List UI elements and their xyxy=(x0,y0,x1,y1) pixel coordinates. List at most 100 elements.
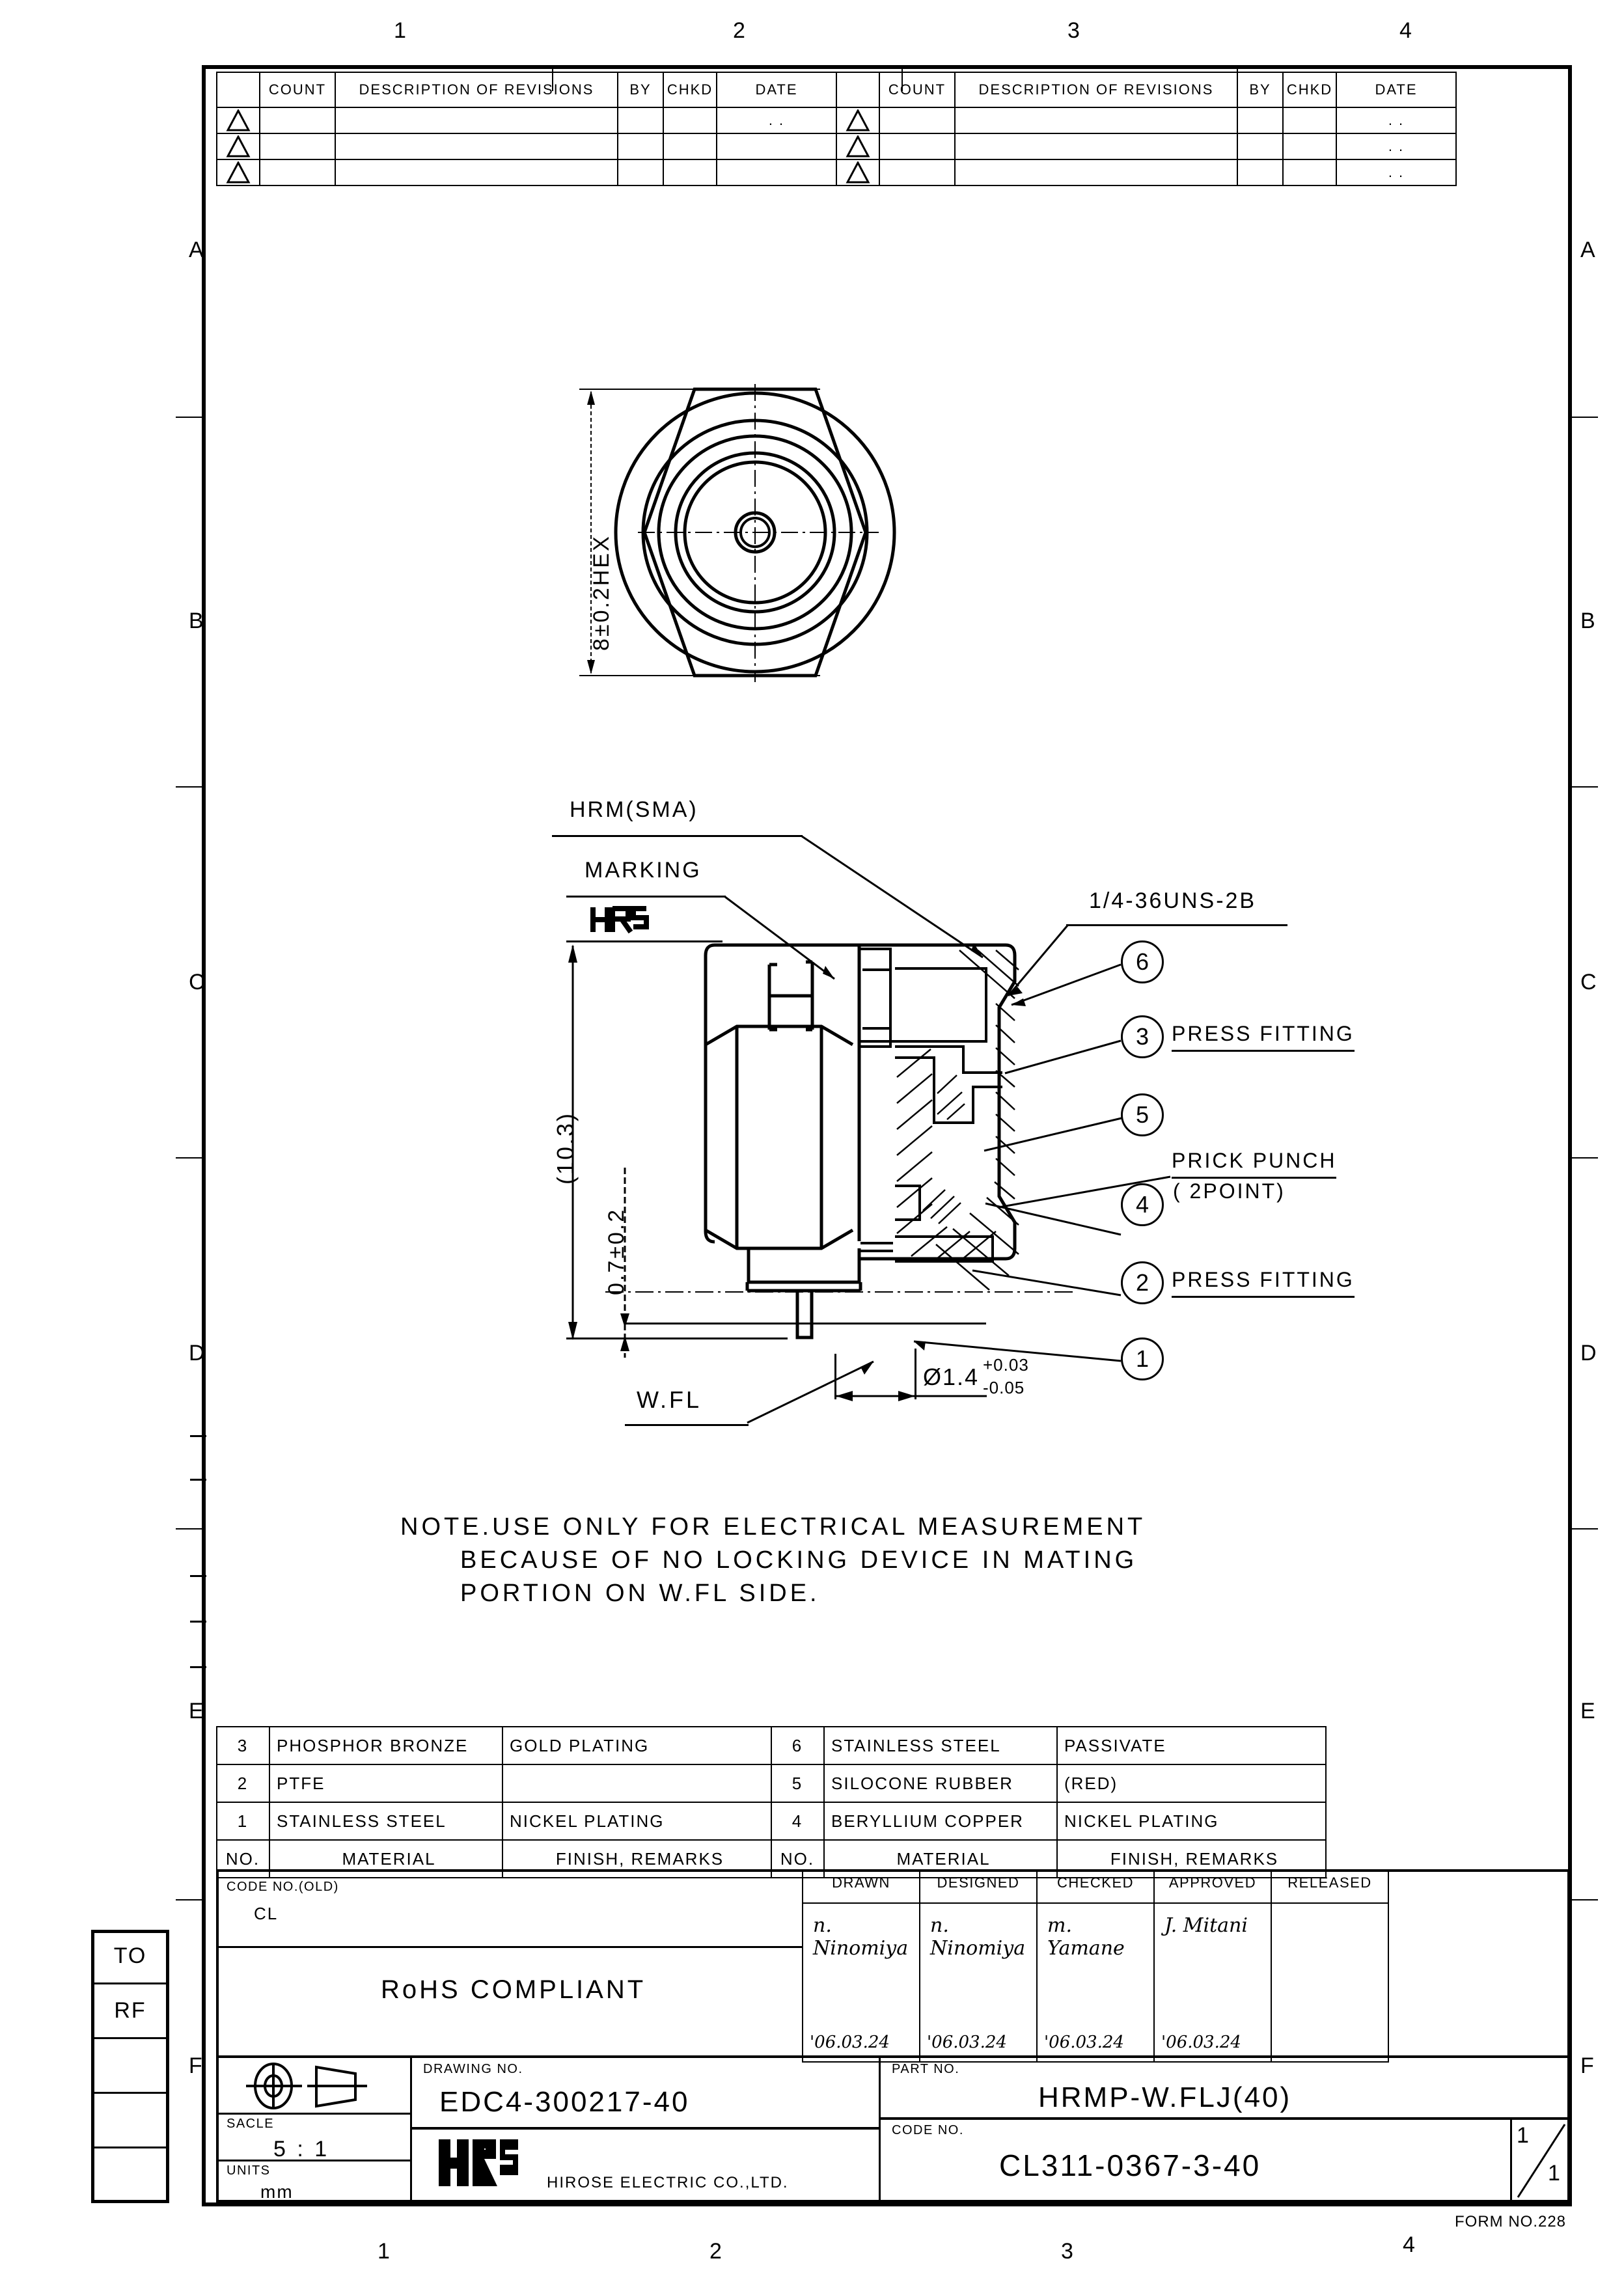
approval-date: '06.03.24 xyxy=(927,2033,1007,2052)
marking-logo-hrs xyxy=(589,903,649,936)
divider xyxy=(216,1946,802,1948)
scale-label: SACLE xyxy=(227,2117,275,2131)
divider xyxy=(410,2127,879,2130)
revision-header-cell: DESCRIPTION OF REVISIONS xyxy=(335,72,618,108)
sheet-fraction xyxy=(1511,2120,1571,2201)
zone-number-top-2: 2 xyxy=(733,18,747,43)
approval-cell-checked[interactable]: m. Yamane'06.03.24 xyxy=(1036,1903,1155,2063)
revision-header-cell: BY xyxy=(617,72,664,108)
divider xyxy=(216,2113,411,2115)
dimension-overall-label: (10.3) xyxy=(552,1111,579,1185)
rohs-label: RoHS COMPLIANT xyxy=(381,1975,646,2004)
balloon-4[interactable]: 4 xyxy=(1121,1183,1164,1226)
company-logo-hrs xyxy=(437,2138,519,2188)
zone-tick xyxy=(1569,786,1598,788)
balloon-1[interactable]: 1 xyxy=(1121,1338,1164,1380)
revision-cell xyxy=(716,159,837,186)
approval-cell-drawn[interactable]: n. Ninomiya'06.03.24 xyxy=(802,1903,920,2063)
side-tab-empty-2[interactable] xyxy=(91,2039,169,2094)
signature: n. Ninomiya xyxy=(813,1914,909,1960)
leader-underline-wfl xyxy=(625,1424,749,1426)
revision-header-cell: COUNT xyxy=(259,72,336,108)
revision-triangle-icon xyxy=(836,159,879,186)
thread-callout-underline xyxy=(1066,924,1287,926)
sheet-page-number: 1 xyxy=(1517,2123,1530,2148)
material-cell: (RED) xyxy=(1056,1764,1327,1803)
thread-callout-leader xyxy=(1006,924,1071,999)
note-line-2: BECAUSE OF NO LOCKING DEVICE IN MATING xyxy=(460,1546,1138,1574)
zone-number-bottom-1: 1 xyxy=(378,2239,391,2264)
section-view-drawing xyxy=(540,931,1126,1354)
form-number: FORM NO.228 xyxy=(1455,2213,1567,2230)
zone-number-bottom-2: 2 xyxy=(709,2239,723,2264)
balloon-6[interactable]: 6 xyxy=(1121,940,1164,983)
revision-cell xyxy=(335,159,618,186)
material-header-cell: FINISH, REMARKS xyxy=(502,1839,772,1878)
revision-header-cell xyxy=(216,72,260,108)
revision-cell xyxy=(954,159,1238,186)
approval-cell-released[interactable] xyxy=(1271,1903,1389,2063)
balloon-5[interactable]: 5 xyxy=(1121,1093,1164,1136)
approval-cell-designed[interactable]: n. Ninomiya'06.03.24 xyxy=(919,1903,1038,2063)
ruler-tick xyxy=(190,1666,206,1668)
balloon-leader-6 xyxy=(1009,962,1123,1008)
revision-cell xyxy=(335,107,618,134)
leader-line-marking xyxy=(566,896,726,898)
revision-header-cell: CHKD xyxy=(1282,72,1337,108)
side-tab-empty-4[interactable] xyxy=(91,2148,169,2203)
balloon-3[interactable]: 3 xyxy=(1121,1015,1164,1058)
projection-symbol xyxy=(240,2062,383,2110)
extension-line xyxy=(625,1323,986,1324)
dimension-diameter-tol-lower: -0.05 xyxy=(983,1378,1025,1397)
zone-letter-E-right: E xyxy=(1580,1699,1596,1723)
material-header-cell: FINISH, REMARKS xyxy=(1056,1839,1327,1878)
balloon-note-2: PRESS FITTING xyxy=(1172,1268,1355,1298)
signature xyxy=(1273,1904,1387,1915)
zone-tick xyxy=(1569,417,1598,418)
material-cell: STAINLESS STEEL xyxy=(269,1802,503,1841)
revision-triangle-icon xyxy=(216,133,260,160)
divider xyxy=(879,2055,881,2202)
approval-header-checked: CHECKED xyxy=(1036,1869,1155,1904)
zone-letter-C: C xyxy=(189,970,206,995)
side-tab-rf[interactable]: RF xyxy=(91,1984,169,2039)
code-no-label: CODE NO. xyxy=(892,2123,964,2137)
approval-header-designed: DESIGNED xyxy=(919,1869,1038,1904)
approval-cell-approved[interactable]: J. Mitani'06.03.24 xyxy=(1153,1903,1272,2063)
side-tab-empty-3[interactable] xyxy=(91,2094,169,2148)
dimension-step-label: 0.7±0.2 xyxy=(604,1207,629,1295)
ruler-tick xyxy=(190,1621,206,1623)
zone-letter-A: A xyxy=(189,238,204,262)
zone-letter-D-right: D xyxy=(1580,1341,1597,1365)
revision-cell xyxy=(663,159,717,186)
balloon-2[interactable]: 2 xyxy=(1121,1261,1164,1304)
top-view-drawing xyxy=(540,364,1048,703)
revision-cell xyxy=(954,107,1238,134)
revision-cell xyxy=(954,133,1238,160)
material-header-cell: NO. xyxy=(216,1839,270,1878)
zone-tick xyxy=(176,786,205,788)
revision-header-cell: DESCRIPTION OF REVISIONS xyxy=(954,72,1238,108)
revision-cell xyxy=(259,133,336,160)
extension-line xyxy=(566,1338,788,1339)
leader-line-wfl xyxy=(746,1360,876,1425)
material-cell: 4 xyxy=(771,1802,825,1841)
side-tab-to[interactable]: TO xyxy=(91,1930,169,1984)
zone-letter-F-right: F xyxy=(1580,2053,1595,2078)
divider xyxy=(216,2160,411,2161)
company-name: HIROSE ELECTRIC CO.,LTD. xyxy=(547,2174,789,2191)
zone-number-top-3: 3 xyxy=(1067,18,1081,43)
ruler-tick xyxy=(190,1435,206,1437)
leader-line-hrm xyxy=(552,835,803,837)
revision-cell xyxy=(617,107,664,134)
note-line-3: PORTION ON W.FL SIDE. xyxy=(460,1580,820,1607)
zone-letter-D: D xyxy=(189,1341,206,1365)
revision-cell: . . xyxy=(1336,107,1457,134)
balloon-note-3: PRESS FITTING xyxy=(1172,1022,1355,1052)
thread-callout-label: 1/4-36UNS-2B xyxy=(1089,888,1257,913)
